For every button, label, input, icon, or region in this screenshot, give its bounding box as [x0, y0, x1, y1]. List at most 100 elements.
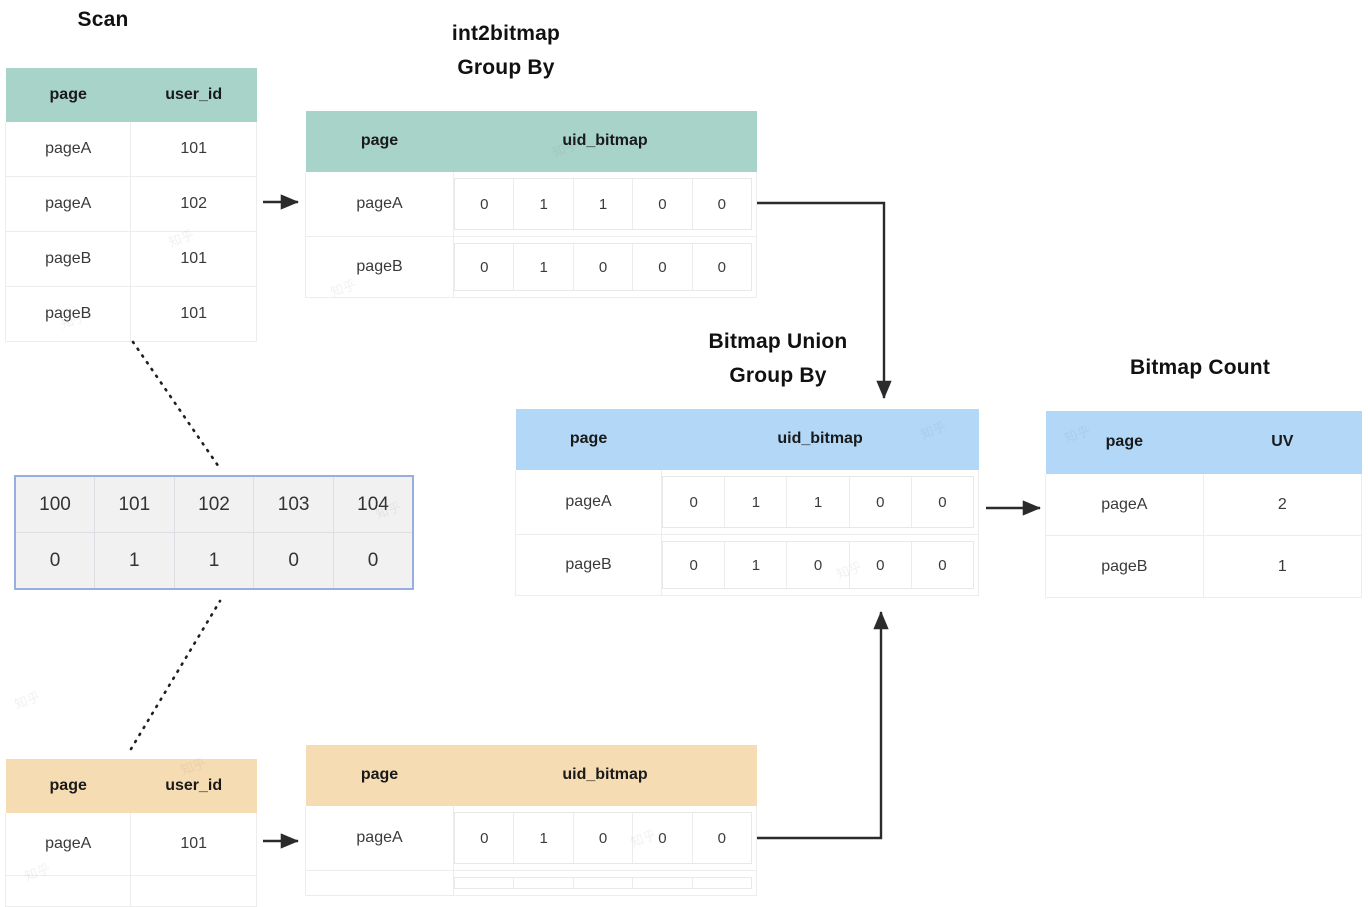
scan-table: page user_id pageA 101 pageA 102 pageB 1…: [4, 67, 257, 342]
bitmap-array-bit: 0: [16, 532, 95, 588]
bitmap-array-key: 100: [16, 477, 95, 533]
table-row: pageB 1: [1045, 535, 1363, 598]
watermark: 知乎: [12, 688, 43, 712]
bitmap-bit: 0: [717, 258, 726, 276]
cell-page: pageA: [1045, 473, 1204, 536]
cell-uid-bitmap: 0 1 0 0 0: [453, 236, 757, 298]
int2bitmap-table-bottom: page uid_bitmap pageA 0 1 0 0 0: [304, 744, 757, 896]
bitmap-bit: [455, 878, 515, 888]
bitmap-grid: 0 1 1 0 0: [454, 178, 752, 230]
bitmap-grid: 0 1 0 0 0: [662, 541, 974, 589]
bitmap-count-table: page UV pageA 2 pageB 1: [1045, 410, 1363, 598]
title-bitmap-count: Bitmap Count: [1129, 356, 1271, 379]
cell-page: [304, 870, 455, 896]
bitmap-bit: 1: [514, 179, 574, 229]
table-row: pageA 2: [1045, 473, 1363, 536]
cell-page: [4, 875, 132, 907]
scan-table-bottom: page user_id pageA 101: [4, 758, 257, 907]
dotted-link-bottom: [129, 599, 222, 751]
bitmap-array-bit: 0: [332, 532, 412, 588]
cell-uid-bitmap: 0 1 1 0 0: [661, 469, 979, 535]
table-header-row: page uid_bitmap: [515, 408, 979, 470]
bitmap-bit: [574, 878, 634, 888]
bitmap-bit: 0: [717, 195, 726, 213]
int2bitmap-table: page uid_bitmap pageA 0 1 1 0 0 pageB: [304, 110, 757, 298]
bitmap-grid: 0 1 1 0 0: [662, 476, 974, 528]
bitmap-bit: 0: [938, 556, 947, 574]
bitmap-bit: 0: [633, 179, 693, 229]
cell-uv: 1: [1202, 535, 1363, 598]
column-header-page: page: [515, 408, 662, 470]
bitmap-bit: 0: [455, 179, 515, 229]
cell-page: pageB: [514, 534, 663, 596]
column-header-user-id: user_id: [130, 758, 257, 813]
column-header-page: page: [305, 744, 454, 806]
column-header-uid-bitmap: uid_bitmap: [453, 110, 757, 172]
diagram-canvas: Scan int2bitmap Group By Bitmap Union Gr…: [4, 8, 1363, 907]
title-int2bitmap-line1: int2bitmap: [451, 22, 561, 45]
table-row: pageA 0 1 1 0 0: [304, 171, 757, 237]
bitmap-bit: 1: [574, 179, 634, 229]
bitmap-array-key: 101: [94, 477, 175, 533]
bitmap-array-bit: 1: [94, 532, 175, 588]
column-header-uid-bitmap: uid_bitmap: [453, 744, 757, 806]
table-row: pageA 101: [4, 121, 257, 177]
cell-user-id: 101: [130, 231, 257, 287]
bitmap-array-bit: 1: [173, 532, 255, 588]
table-row: pageB 0 1 0 0 0: [514, 534, 979, 596]
bitmap-bit: 1: [725, 477, 788, 527]
cell-uid-bitmap: [453, 870, 757, 896]
bitmap-array-detail: 100 101 102 103 104 0 1 1 0 0: [14, 475, 414, 590]
column-header-uv: UV: [1203, 410, 1362, 474]
bitmap-bit: 0: [455, 813, 515, 863]
column-header-page: page: [305, 110, 454, 172]
bitmap-bit: [633, 878, 693, 888]
column-header-page: page: [5, 758, 131, 813]
bitmap-bit: 0: [717, 829, 726, 847]
bitmap-bit: 1: [514, 244, 574, 290]
table-header-row: page user_id: [5, 758, 257, 813]
bitmap-bit: 0: [850, 477, 912, 527]
cell-page: pageB: [4, 286, 132, 342]
table-row: [4, 875, 257, 907]
title-scan: Scan: [77, 8, 129, 31]
cell-uid-bitmap: 0 1 0 0 0: [453, 805, 757, 871]
bitmap-array-key: 102: [173, 477, 255, 533]
title-bitmap-union-line2: Group By: [729, 364, 827, 387]
column-header-page: page: [1045, 410, 1204, 474]
cell-page: pageA: [4, 121, 132, 177]
cell-page: pageB: [4, 231, 132, 287]
column-header-uid-bitmap: uid_bitmap: [661, 408, 979, 470]
title-bitmap-union-line1: Bitmap Union: [708, 330, 848, 353]
cell-page: pageA: [304, 171, 455, 237]
table-header-row: page user_id: [5, 67, 257, 122]
table-header-row: page UV: [1045, 410, 1362, 474]
bitmap-grid: 0 1 0 0 0: [454, 243, 752, 291]
bitmap-bit: 0: [455, 244, 515, 290]
table-header-row: page uid_bitmap: [305, 110, 757, 172]
bitmap-bit: 0: [663, 477, 726, 527]
bitmap-bit: [514, 878, 574, 888]
bitmap-bit: 0: [787, 542, 850, 588]
cell-uv: 2: [1202, 473, 1363, 536]
bitmap-bit: 1: [725, 542, 788, 588]
title-int2bitmap-line2: Group By: [457, 56, 555, 79]
table-row: pageB 101: [4, 231, 257, 287]
cell-user-id: 102: [130, 176, 257, 232]
cell-page: pageA: [514, 469, 663, 535]
table-row: pageA 0 1 0 0 0: [304, 805, 757, 871]
bitmap-array-key: 104: [332, 477, 412, 533]
cell-page: pageB: [1045, 535, 1204, 598]
bitmap-bit: 0: [850, 542, 912, 588]
bitmap-array-key: 103: [253, 477, 334, 533]
table-row: pageB 101: [4, 286, 257, 342]
cell-page: pageA: [304, 805, 455, 871]
table-row: pageA 101: [4, 812, 257, 876]
bitmap-bit: [693, 878, 751, 888]
bitmap-array-keys-row: 100 101 102 103 104: [16, 477, 412, 533]
cell-uid-bitmap: 0 1 0 0 0: [661, 534, 979, 596]
bitmap-union-table: page uid_bitmap pageA 0 1 1 0 0 pageB: [514, 408, 979, 596]
cell-page: pageB: [304, 236, 455, 298]
column-header-page: page: [5, 67, 131, 122]
bitmap-bit: 0: [574, 813, 634, 863]
